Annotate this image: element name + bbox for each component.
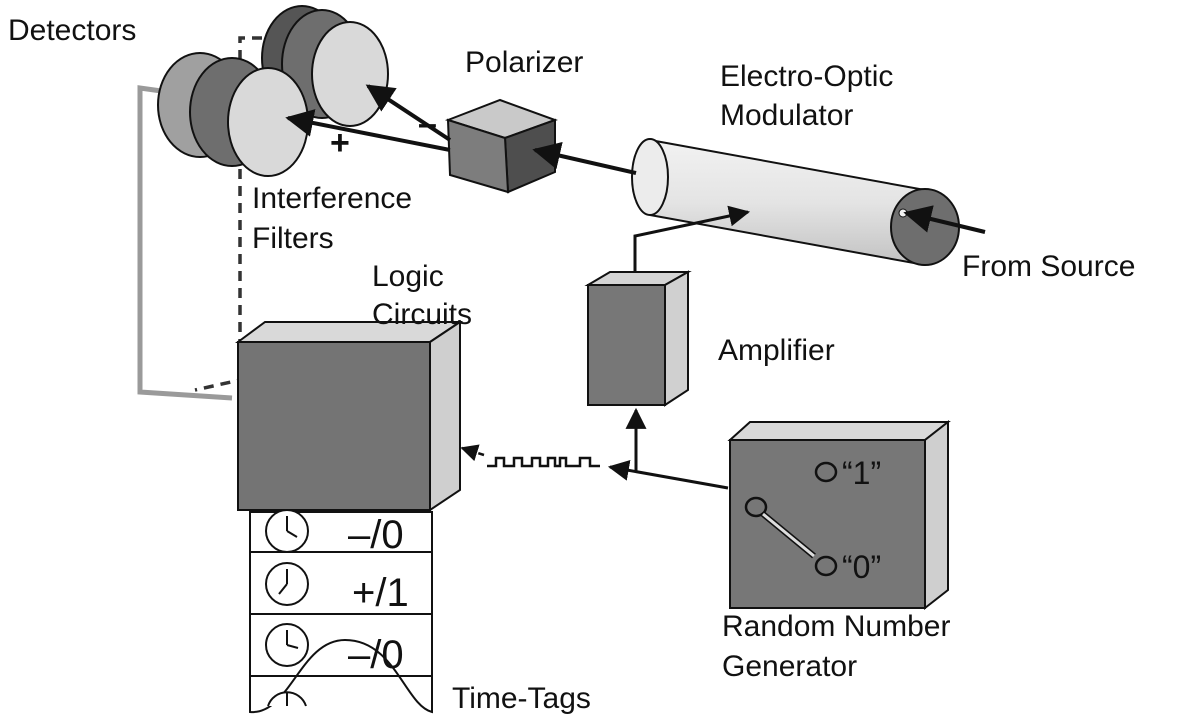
polarizer-cube xyxy=(444,98,558,194)
electro-optic-modulator xyxy=(631,138,960,266)
logic-label-line1: Logic xyxy=(372,260,444,293)
minus-beam xyxy=(365,84,452,142)
eom-to-polarizer-beam xyxy=(532,141,637,175)
time-tag-value: +/1 xyxy=(352,571,409,615)
amplifier-box xyxy=(584,270,692,407)
minus-sign: – xyxy=(418,105,437,143)
rng-output-one: “1” xyxy=(842,455,881,491)
plus-beam xyxy=(285,109,451,152)
logic-circuits-box xyxy=(234,320,464,512)
amplifier-label: Amplifier xyxy=(718,334,835,367)
detector-plus xyxy=(157,52,309,177)
rng-output-zero: “0” xyxy=(842,549,881,585)
polarizer-label: Polarizer xyxy=(465,46,583,79)
plus-sign: + xyxy=(330,124,350,162)
rng-box xyxy=(727,419,951,611)
clock-icon xyxy=(267,691,307,707)
filters-label-line1: Interference xyxy=(252,182,412,215)
filters-label-line2: Filters xyxy=(252,222,334,255)
detectors-label: Detectors xyxy=(8,14,136,47)
time-tag-value: –/0 xyxy=(348,633,404,677)
amplifier-control-line xyxy=(633,205,751,272)
clock-icon xyxy=(265,623,309,667)
time-tag-value: –/0 xyxy=(348,513,404,557)
beam-path xyxy=(285,84,986,234)
rng-label-line1: Random Number xyxy=(722,610,950,643)
rng-label-line2: Generator xyxy=(722,650,857,683)
source-beam xyxy=(903,205,986,234)
time-tags-label: Time-Tags xyxy=(452,682,591,715)
clock-icon xyxy=(265,509,309,553)
eom-label-line2: Modulator xyxy=(720,99,853,132)
eom-label-line1: Electro-Optic xyxy=(720,60,893,93)
from-source-label: From Source xyxy=(962,250,1135,283)
rng-switch-pivot xyxy=(744,496,768,518)
square-wave xyxy=(487,456,600,468)
dashed-wire xyxy=(194,36,262,392)
clock-icon xyxy=(265,562,309,606)
rng-node-0 xyxy=(814,555,838,577)
logic-label-line2: Circuits xyxy=(372,298,472,331)
rng-signal-lines xyxy=(460,407,729,490)
rng-node-1 xyxy=(814,461,838,483)
